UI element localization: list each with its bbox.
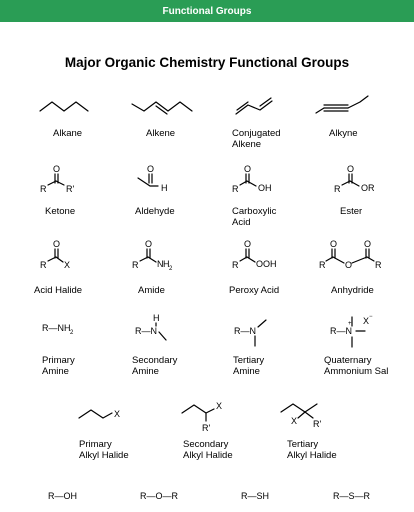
quaternary-formula: R—N [330, 326, 352, 336]
anhydride-bridge-oxygen: O [345, 260, 352, 270]
sulfide-formula: R—S—R [333, 491, 371, 501]
anhydride-r-left: R [319, 260, 326, 270]
label-carboxylic: Carboxylic Acid [232, 206, 277, 228]
label-ester: Ester [340, 206, 363, 217]
label-primary-halide: Primary Alkyl Halide [79, 439, 129, 461]
peroxy-r: R [232, 260, 239, 270]
ester-or: OR [361, 183, 375, 193]
amide-r: R [132, 260, 139, 270]
amide-n: N [157, 259, 164, 269]
tertiary-halide-x: X [291, 416, 297, 426]
primary-halide-x: X [114, 409, 120, 419]
tertiary-amine-structure: R—N [234, 319, 267, 347]
anhydride-r-right: R [375, 260, 382, 270]
ketone-r-prime: R' [66, 184, 74, 194]
peroxy-oxygen: O [244, 239, 251, 249]
secondary-amine-structure: H R—N [135, 313, 167, 341]
primary-amine-subscript: 2 [70, 330, 74, 336]
label-amide: Amide [138, 285, 165, 296]
amide-structure: O R N H 2 [132, 239, 173, 272]
header-title: Functional Groups [162, 5, 252, 17]
secondary-halide-x: X [216, 401, 222, 411]
conjugated-alkene-structure [235, 97, 273, 115]
label-ketone: Ketone [45, 206, 76, 217]
label-secondary-amine: Secondary Amine [132, 355, 178, 377]
alkyne-structure [315, 95, 369, 114]
carboxylic-r: R [232, 184, 239, 194]
ketone-oxygen: O [53, 164, 60, 174]
label-quaternary: Quaternary Ammonium Sal [324, 355, 389, 377]
aldehyde-oxygen: O [147, 164, 154, 174]
anhydride-oxygen-left: O [330, 239, 337, 249]
label-acid-halide: Acid Halide [34, 285, 83, 296]
ester-structure: O R OR [334, 164, 375, 194]
secondary-amine-formula: R—N [135, 326, 157, 336]
alcohol-formula: R—OH [48, 491, 77, 501]
label-secondary-halide: Secondary Alkyl Halide [183, 439, 233, 461]
quaternary-plus: + [348, 321, 352, 327]
primary-alkyl-halide-structure: X [78, 409, 120, 419]
amide-h: H [163, 259, 170, 269]
amide-h-subscript: 2 [169, 266, 173, 272]
label-tertiary-amine: Tertiary Amine [233, 355, 265, 377]
label-tertiary-halide: Tertiary Alkyl Halide [287, 439, 337, 461]
header-bar: Functional Groups [0, 0, 414, 22]
label-alkyne: Alkyne [329, 128, 358, 139]
secondary-alkyl-halide-structure: X R' [181, 401, 222, 433]
tertiary-amine-formula: R—N [234, 326, 256, 336]
aldehyde-h: H [161, 183, 168, 193]
anhydride-oxygen-right: O [364, 239, 371, 249]
diagram-title: Major Organic Chemistry Functional Group… [64, 55, 350, 70]
acid-halide-oxygen: O [53, 239, 60, 249]
quaternary-anion: X [363, 316, 369, 326]
label-alkane: Alkane [53, 128, 83, 139]
secondary-amine-h: H [153, 313, 160, 323]
carboxylic-oxygen: O [244, 164, 251, 174]
label-primary-amine: Primary Amine [42, 355, 75, 377]
ketone-structure: O R R' [40, 164, 74, 194]
primary-amine-formula: R—NH [42, 323, 71, 333]
label-aldehyde: Aldehyde [135, 206, 175, 217]
anhydride-structure: O O O R R [319, 239, 382, 270]
label-conjugated: Conjugated Alkene [232, 128, 281, 150]
label-alkene: Alkene [146, 128, 176, 139]
acid-halide-r: R [40, 260, 47, 270]
label-peroxy-acid: Peroxy Acid [229, 285, 280, 296]
ketone-r: R [40, 184, 47, 194]
quaternary-anion-charge: − [369, 314, 373, 320]
secondary-halide-r-prime: R' [202, 423, 210, 433]
carboxylic-structure: O R OH [232, 164, 272, 194]
aldehyde-structure: O H [137, 164, 168, 193]
amide-oxygen: O [145, 239, 152, 249]
acid-halide-x: X [64, 260, 70, 270]
primary-amine-structure: R—NH 2 [42, 323, 74, 336]
alkane-structure [39, 101, 89, 112]
tertiary-alkyl-halide-structure: X R' [280, 403, 321, 429]
carboxylic-oh: OH [258, 183, 272, 193]
label-anhydride: Anhydride [331, 285, 374, 296]
peroxy-ooh: OOH [256, 259, 277, 269]
ether-formula: R—O—R [140, 491, 179, 501]
quaternary-ammonium-structure: R—N + X − [330, 314, 373, 348]
alkene-structure [131, 101, 193, 115]
peroxy-acid-structure: O R OOH [232, 239, 277, 270]
ester-r: R [334, 184, 341, 194]
ester-oxygen: O [347, 164, 354, 174]
thiol-formula: R—SH [241, 491, 269, 501]
acid-halide-structure: O R X [40, 239, 70, 270]
tertiary-halide-r-prime: R' [313, 419, 321, 429]
